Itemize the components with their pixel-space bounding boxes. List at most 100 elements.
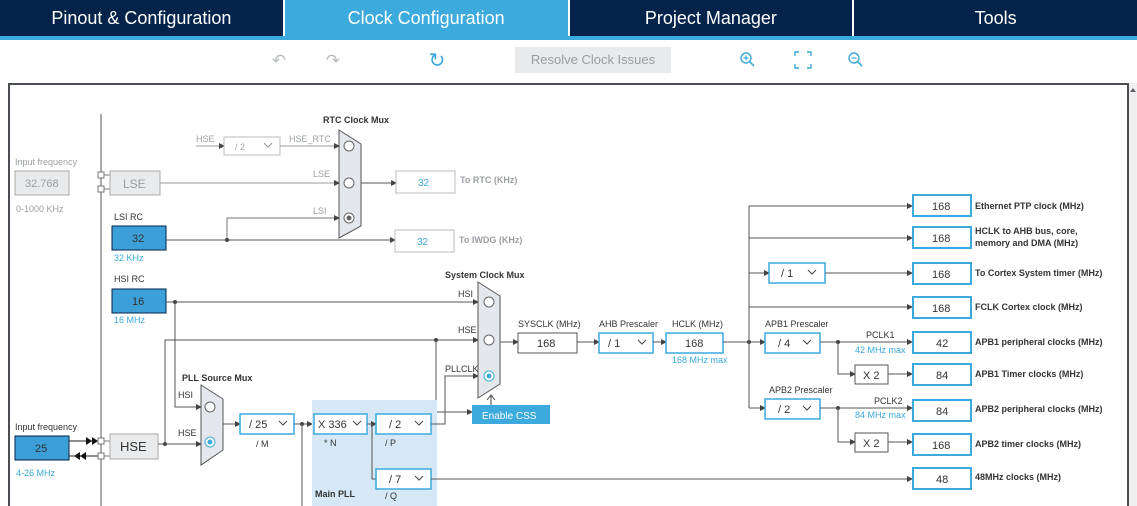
apb1-max: 42 MHz max (855, 345, 906, 355)
output-value: 168 (932, 269, 950, 281)
main-tab-bar: Pinout & Configuration Clock Configurati… (0, 0, 1137, 38)
hse-block-label: HSE (120, 439, 147, 454)
rtc-mux-hse-radio[interactable] (343, 140, 355, 152)
pll-m-value: / 25 (249, 419, 267, 431)
apb2-timer-mult-value: X 2 (863, 438, 880, 450)
scroll-up-arrow-icon[interactable] (1129, 85, 1137, 95)
output-value: 168 (932, 303, 950, 315)
ahb-prescaler-select[interactable] (598, 332, 654, 354)
clock-tree-canvas: RTC Clock Mux HSE / 2 HSE_RTC LSE LSI 32… (8, 83, 1129, 506)
chevron-down-icon (807, 269, 817, 275)
chevron-down-icon (414, 420, 424, 426)
lse-input-freq-title: Input frequency (15, 157, 78, 167)
pll-p-label: / P (385, 438, 396, 448)
hclk-field[interactable] (665, 332, 724, 354)
output-cortex-timer-field[interactable] (912, 262, 972, 285)
apb2-prescaler-select[interactable] (764, 398, 821, 420)
sys-mux-hse-radio[interactable] (483, 334, 495, 346)
output-ethernet-ptp-field[interactable] (912, 194, 972, 217)
pll-mux-hse-label: HSE (178, 428, 197, 438)
hclk-max: 168 MHz max (672, 355, 728, 365)
output-apb2-timer-field[interactable] (912, 433, 972, 456)
pll-n-value: X 336 (318, 419, 347, 431)
apb1-prescaler-select[interactable] (764, 332, 821, 354)
tab-tools[interactable]: Tools (854, 0, 1137, 36)
output-value: 42 (936, 338, 948, 350)
pll-source-mux (200, 384, 224, 466)
pclk1-label: PCLK1 (866, 330, 895, 340)
pll-m-label: / M (256, 439, 269, 449)
zoom-out-icon[interactable] (847, 51, 865, 69)
sysclk-field[interactable] (517, 332, 578, 354)
rtc-output-label: To RTC (KHz) (460, 175, 517, 185)
lsi-rc-value: 32 (132, 233, 144, 245)
lse-input-freq-value: 32.768 (25, 178, 59, 190)
tab-clock-configuration[interactable]: Clock Configuration (284, 0, 570, 36)
output-value: 48 (936, 474, 948, 486)
pll-source-mux-title: PLL Source Mux (182, 373, 252, 383)
sysclk-title: SYSCLK (MHz) (518, 319, 581, 329)
undo-icon[interactable]: ↶ (271, 51, 287, 70)
output-48mhz-field[interactable] (912, 467, 972, 490)
output-value: 168 (932, 201, 950, 213)
chevron-down-icon (263, 142, 273, 148)
tab-pinout-configuration[interactable]: Pinout & Configuration (0, 0, 285, 36)
enable-css-label: Enable CSS (482, 411, 537, 422)
output-value: 84 (936, 406, 948, 418)
chevron-down-icon (637, 339, 647, 345)
sys-mux-pllclk-label: PLLCLK (445, 364, 479, 374)
hse-input-freq-field[interactable] (14, 435, 70, 461)
lsi-rc-unit: 32 KHz (114, 253, 144, 263)
apb1-prescaler-value: / 4 (778, 338, 790, 350)
sys-mux-hsi-label: HSI (458, 289, 473, 299)
lsi-rc-title: LSI RC (114, 212, 144, 222)
pll-mux-hsi-label: HSI (178, 390, 193, 400)
output-apb1-peripheral-field[interactable] (912, 331, 972, 354)
hclk-value: 168 (685, 338, 703, 350)
main-pll-title: Main PLL (315, 489, 356, 499)
fit-screen-icon[interactable] (794, 51, 812, 69)
output-label: APB1 peripheral clocks (MHz) (975, 337, 1103, 347)
pll-n-label: * N (324, 438, 337, 448)
output-label: HCLK to AHB bus, core, (975, 226, 1078, 236)
sysclk-value: 168 (537, 338, 555, 350)
cortex-timer-divider-select[interactable] (768, 262, 826, 284)
rtc-hse-divider-select[interactable] (223, 136, 281, 156)
sys-mux-hsi-radio[interactable] (483, 296, 495, 308)
chevron-down-icon (802, 339, 812, 345)
output-label: APB1 Timer clocks (MHz) (975, 369, 1083, 379)
clock-tree-diagram: RTC Clock Mux HSE / 2 HSE_RTC LSE LSI 32… (14, 114, 1103, 506)
hse-input-freq-title: Input frequency (15, 422, 78, 432)
lse-block-label: LSE (123, 177, 146, 191)
pll-p-divider-select[interactable] (375, 413, 432, 435)
iwdg-output-label: To IWDG (KHz) (459, 235, 522, 245)
tab-project-manager[interactable]: Project Manager (569, 0, 855, 36)
hsi-rc-title: HSI RC (114, 274, 145, 284)
iwdg-output-field[interactable] (394, 229, 455, 253)
lse-oscillator-block (109, 170, 161, 196)
clock-toolbar: ↶ ↷ ↻ Resolve Clock Issues (0, 40, 1137, 80)
output-hclk-ahb-field[interactable] (912, 226, 972, 249)
enable-css-button[interactable] (472, 405, 550, 424)
output-label-line2: memory and DMA (MHz) (975, 238, 1078, 248)
pll-q-divider-select[interactable] (375, 468, 432, 490)
lse-input-freq-field[interactable] (14, 170, 70, 196)
rtc-mux-lse-radio[interactable] (343, 177, 355, 189)
vertical-scrollbar[interactable] (1129, 83, 1137, 506)
pll-mux-hsi-radio[interactable] (204, 401, 216, 413)
rtc-hse-label: HSE (196, 134, 215, 144)
hclk-title: HCLK (MHz) (672, 319, 723, 329)
iwdg-output-value: 32 (417, 237, 429, 248)
ahb-prescaler-title: AHB Prescaler (599, 319, 658, 329)
redo-icon[interactable]: ↷ (325, 51, 341, 70)
output-fclk-field[interactable] (912, 296, 972, 319)
output-clock-list: 168 Ethernet PTP clock (MHz) 168 HCLK to… (912, 194, 1103, 490)
output-apb1-timer-field[interactable] (912, 363, 972, 386)
rtc-output-field[interactable] (395, 170, 456, 194)
refresh-icon[interactable]: ↻ (428, 50, 446, 72)
zoom-in-icon[interactable] (739, 51, 757, 69)
output-apb2-peripheral-field[interactable] (912, 399, 972, 422)
resolve-clock-issues-button[interactable]: Resolve Clock Issues (515, 47, 671, 73)
pll-q-label: / Q (385, 491, 397, 501)
apb2-prescaler-title: APB2 Prescaler (769, 385, 833, 395)
